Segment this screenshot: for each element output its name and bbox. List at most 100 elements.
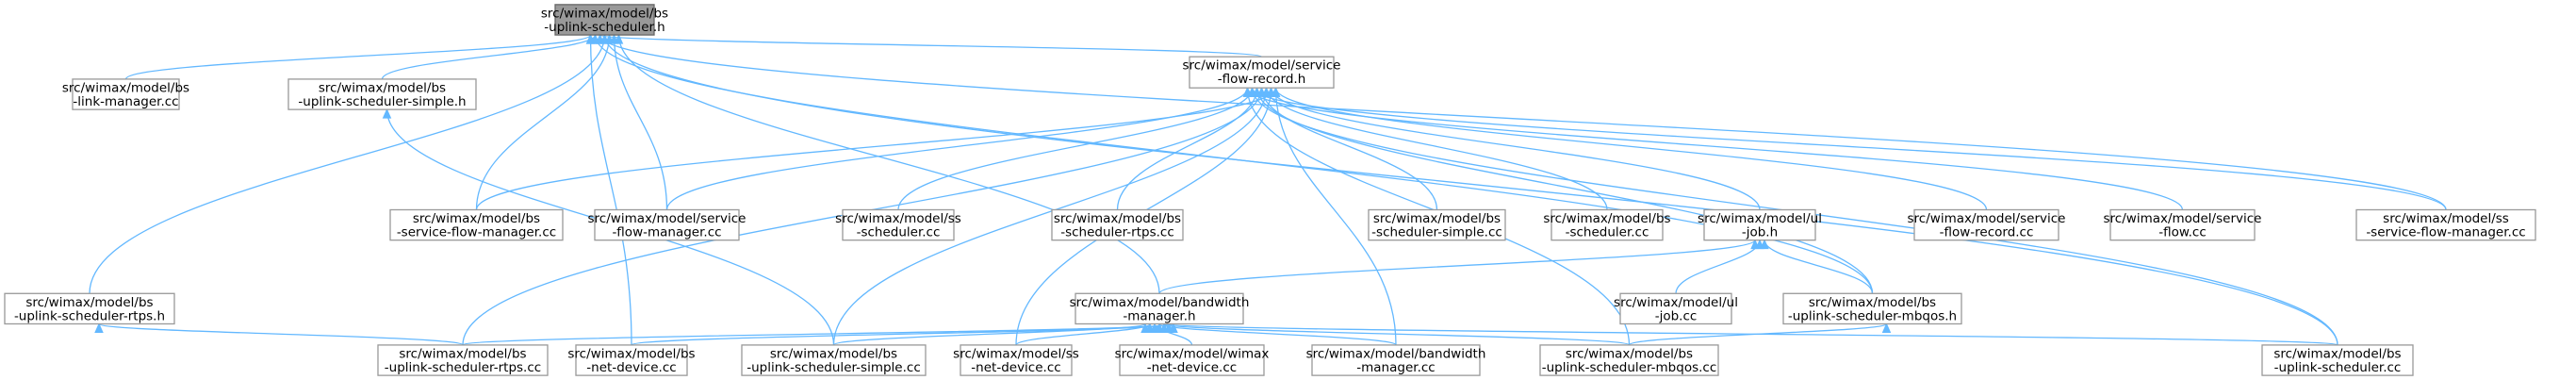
edge-uss_c-to-sfr_h bbox=[832, 88, 1268, 345]
node-label-line-root-1: -uplink-scheduler.h bbox=[544, 20, 665, 35]
node-box-bs_ss bbox=[1368, 208, 1506, 241]
node-ul_h[interactable]: src/wimax/model/ul-job.h bbox=[1698, 208, 1822, 241]
node-box-sf_c bbox=[2109, 208, 2256, 241]
node-label-line-lm-1: -link-manager.cc bbox=[73, 94, 178, 109]
edge-usm_c-to-bw_h bbox=[1163, 322, 1631, 346]
node-label-line-wxnd-0: src/wimax/model/wimax bbox=[1115, 346, 1270, 361]
node-box-sfr_h bbox=[1189, 56, 1335, 89]
node-label-line-sf_c-1: -flow.cc bbox=[2158, 224, 2207, 240]
node-bw_c[interactable]: src/wimax/model/bandwidth-manager.cc bbox=[1306, 344, 1486, 376]
edge-arrowhead-us_c-to-root bbox=[599, 33, 610, 44]
node-label-line-bsfm-1: -service-flow-manager.cc bbox=[397, 224, 556, 240]
node-label-line-usm_h-0: src/wimax/model/bs bbox=[1809, 295, 1936, 310]
node-lm[interactable]: src/wimax/model/bs-link-manager.cc bbox=[62, 78, 189, 110]
edge-bsnd-to-root bbox=[589, 35, 632, 345]
node-sssfm[interactable]: src/wimax/model/ss-service-flow-manager.… bbox=[2355, 208, 2536, 241]
edge-us_c-to-root bbox=[603, 35, 2338, 345]
node-box-ssnd bbox=[960, 344, 1073, 376]
node-bw_h[interactable]: src/wimax/model/bandwidth-manager.h bbox=[1070, 292, 1250, 325]
node-bsnd[interactable]: src/wimax/model/bs-net-device.cc bbox=[567, 344, 696, 376]
node-label-line-ul_c-1: -job.cc bbox=[1655, 308, 1698, 323]
node-label-line-sssfm-1: -service-flow-manager.cc bbox=[2366, 224, 2525, 240]
node-box-sssfm bbox=[2355, 208, 2536, 241]
node-label-line-usr_c-1: -uplink-scheduler-rtps.cc bbox=[385, 360, 541, 375]
node-usr_h[interactable]: src/wimax/model/bs-uplink-scheduler-rtps… bbox=[4, 292, 175, 325]
node-box-root bbox=[554, 4, 655, 36]
node-us_c[interactable]: src/wimax/model/bs-uplink-scheduler.cc bbox=[2261, 344, 2414, 376]
node-label-line-usm_h-1: -uplink-scheduler-mbqos.h bbox=[1788, 308, 1957, 323]
node-box-usr_c bbox=[377, 344, 549, 376]
node-uss_c[interactable]: src/wimax/model/bs-uplink-scheduler-simp… bbox=[741, 344, 927, 376]
node-box-uss_c bbox=[741, 344, 927, 376]
node-sfr_h[interactable]: src/wimax/model/service-flow-record.h bbox=[1183, 56, 1341, 89]
node-label-line-ssnd-0: src/wimax/model/ss bbox=[953, 346, 1079, 361]
edge-uss_h-to-root bbox=[381, 34, 597, 80]
node-label-line-root-0: src/wimax/model/bs bbox=[541, 6, 668, 21]
edge-bw_c-to-sfr_h bbox=[1274, 88, 1397, 345]
edge-sfr_c-to-sfr_h bbox=[1274, 88, 1988, 210]
node-sfr_c[interactable]: src/wimax/model/service-flow-record.cc bbox=[1908, 208, 2066, 241]
node-sf_c[interactable]: src/wimax/model/service-flow.cc bbox=[2104, 208, 2262, 241]
node-label-line-ss_s-0: src/wimax/model/ss bbox=[835, 211, 961, 226]
node-box-sfr_c bbox=[1913, 208, 2059, 241]
node-ul_c[interactable]: src/wimax/model/ul-job.cc bbox=[1614, 292, 1738, 325]
node-box-us_c bbox=[2261, 344, 2414, 376]
edge-bs_ss-to-sfr_h bbox=[1260, 88, 1438, 210]
node-label-line-ul_h-0: src/wimax/model/ul bbox=[1698, 211, 1822, 226]
edge-bs_sr-to-sfr_h bbox=[1116, 88, 1258, 210]
node-wxnd[interactable]: src/wimax/model/wimax-net-device.cc bbox=[1115, 344, 1270, 376]
edge-usm_c-to-usm_h bbox=[1628, 322, 1888, 346]
edge-usr_c-to-bw_h bbox=[462, 322, 1170, 346]
edge-bs_s-to-sfr_h bbox=[1265, 88, 1608, 210]
node-box-lm bbox=[72, 78, 180, 110]
node-label-line-bsnd-1: -net-device.cc bbox=[586, 360, 676, 375]
edge-sfm-to-root bbox=[613, 35, 668, 210]
node-label-line-ss_s-1: -scheduler.cc bbox=[857, 224, 941, 240]
node-bs_sr[interactable]: src/wimax/model/bs-scheduler-rtps.cc bbox=[1051, 208, 1184, 241]
node-usr_c[interactable]: src/wimax/model/bs-uplink-scheduler-rtps… bbox=[377, 344, 549, 376]
node-bs_ss[interactable]: src/wimax/model/bs-scheduler-simple.cc bbox=[1368, 208, 1506, 241]
node-label-line-wxnd-1: -net-device.cc bbox=[1147, 360, 1237, 375]
edge-arrowhead-us_c-to-sfr_h bbox=[1247, 86, 1257, 97]
node-box-usm_h bbox=[1782, 292, 1962, 325]
node-label-line-bw_c-0: src/wimax/model/bandwidth bbox=[1306, 346, 1486, 361]
node-box-bs_sr bbox=[1051, 208, 1184, 241]
node-label-line-ul_h-1: -job.h bbox=[1742, 224, 1778, 240]
edge-arrowhead-usr_c-to-usr_h bbox=[94, 322, 104, 333]
edge-arrowhead-usm_h-to-ul_h bbox=[1760, 239, 1769, 250]
node-box-ul_c bbox=[1619, 292, 1732, 325]
node-label-line-sfr_c-1: -flow-record.cc bbox=[1940, 224, 2034, 240]
node-label-line-sfr_h-0: src/wimax/model/service bbox=[1183, 58, 1341, 74]
node-label-line-bsnd-0: src/wimax/model/bs bbox=[567, 346, 695, 361]
node-box-bsnd bbox=[575, 344, 688, 376]
node-sfm[interactable]: src/wimax/model/service-flow-manager.cc bbox=[588, 208, 747, 241]
node-box-wxnd bbox=[1119, 344, 1265, 376]
node-label-line-uss_h-1: -uplink-scheduler-simple.h bbox=[298, 94, 466, 109]
node-box-sfm bbox=[594, 208, 740, 241]
node-label-line-usr_c-0: src/wimax/model/bs bbox=[399, 346, 526, 361]
node-label-line-bs_ss-0: src/wimax/model/bs bbox=[1373, 211, 1501, 226]
node-bsfm[interactable]: src/wimax/model/bs-service-flow-manager.… bbox=[389, 208, 564, 241]
node-label-line-bs_ss-1: -scheduler-simple.cc bbox=[1371, 224, 1502, 240]
node-label-line-bs_s-0: src/wimax/model/bs bbox=[1543, 211, 1670, 226]
edge-uss_c-to-bw_h bbox=[832, 322, 1146, 346]
edge-bsfm-to-sfr_h bbox=[475, 88, 1277, 210]
node-usm_h[interactable]: src/wimax/model/bs-uplink-scheduler-mbqo… bbox=[1782, 292, 1962, 325]
edge-usm_h-to-ul_h bbox=[1764, 240, 1874, 294]
node-usm_c[interactable]: src/wimax/model/bs-uplink-scheduler-mbqo… bbox=[1539, 344, 1719, 376]
node-label-line-us_c-0: src/wimax/model/bs bbox=[2273, 346, 2401, 361]
node-bs_s[interactable]: src/wimax/model/bs-scheduler.cc bbox=[1543, 208, 1671, 241]
edge-sfr_h-to-root bbox=[599, 34, 1263, 58]
edge-sfm-to-sfr_h bbox=[665, 88, 1249, 210]
node-label-line-bs_sr-1: -scheduler-rtps.cc bbox=[1060, 224, 1174, 240]
edge-lm-to-root bbox=[124, 34, 592, 80]
node-ss_s[interactable]: src/wimax/model/ss-scheduler.cc bbox=[835, 208, 961, 241]
node-ssnd[interactable]: src/wimax/model/ss-net-device.cc bbox=[953, 344, 1079, 376]
node-label-line-bw_h-0: src/wimax/model/bandwidth bbox=[1070, 295, 1250, 310]
node-box-usm_c bbox=[1539, 344, 1719, 376]
node-uss_h[interactable]: src/wimax/model/bs-uplink-scheduler-simp… bbox=[287, 78, 477, 110]
node-label-line-sfr_h-1: -flow-record.h bbox=[1218, 72, 1306, 87]
edge-bsnd-to-bw_h bbox=[631, 322, 1174, 346]
edge-sssfm-to-root bbox=[599, 34, 2447, 210]
node-root[interactable]: src/wimax/model/bs-uplink-scheduler.h bbox=[541, 4, 668, 36]
